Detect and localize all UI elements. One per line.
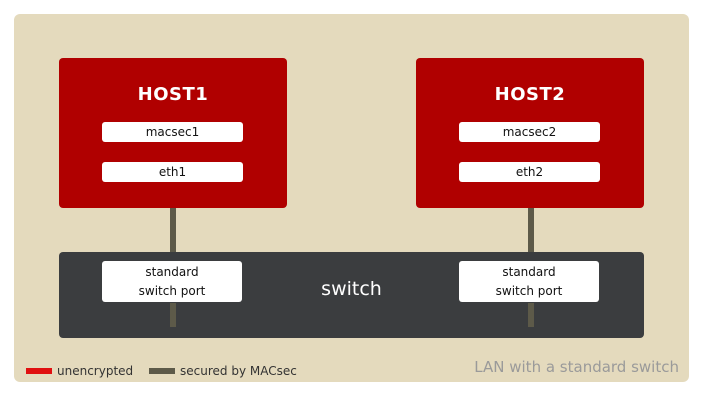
host1-title: HOST1 [137,84,209,105]
switch-port-2-line2: switch port [495,283,563,298]
host2-box: HOST2 macsec2 eth2 [416,58,644,208]
eth1-interface: eth1 [102,162,243,182]
macsec2-interface: macsec2 [459,122,600,142]
macsec1-interface: macsec1 [102,122,243,142]
switch-port-1-line2: switch port [138,283,206,298]
switch-label: switch [321,278,382,300]
host1-box: HOST1 macsec1 eth1 [59,58,287,208]
legend-unencrypted: unencrypted [26,364,133,378]
switch-box: standard switch port switch standard swi… [59,252,644,338]
legend-secured-label: secured by MACsec [180,364,297,378]
switch-port-1-line1: standard [145,264,199,279]
legend-unencrypted-label: unencrypted [57,364,134,378]
switch-port-1: standard switch port [102,261,242,302]
switch-port-2: standard switch port [459,261,599,302]
legend-unencrypted-swatch [26,368,52,374]
eth2-interface: eth2 [459,162,600,182]
host2-title: HOST2 [494,84,566,105]
legend-secured-swatch [149,368,175,374]
diagram-caption: LAN with a standard switch [474,358,679,376]
legend-secured: secured by MACsec [149,364,297,378]
switch-port-2-line1: standard [502,264,556,279]
